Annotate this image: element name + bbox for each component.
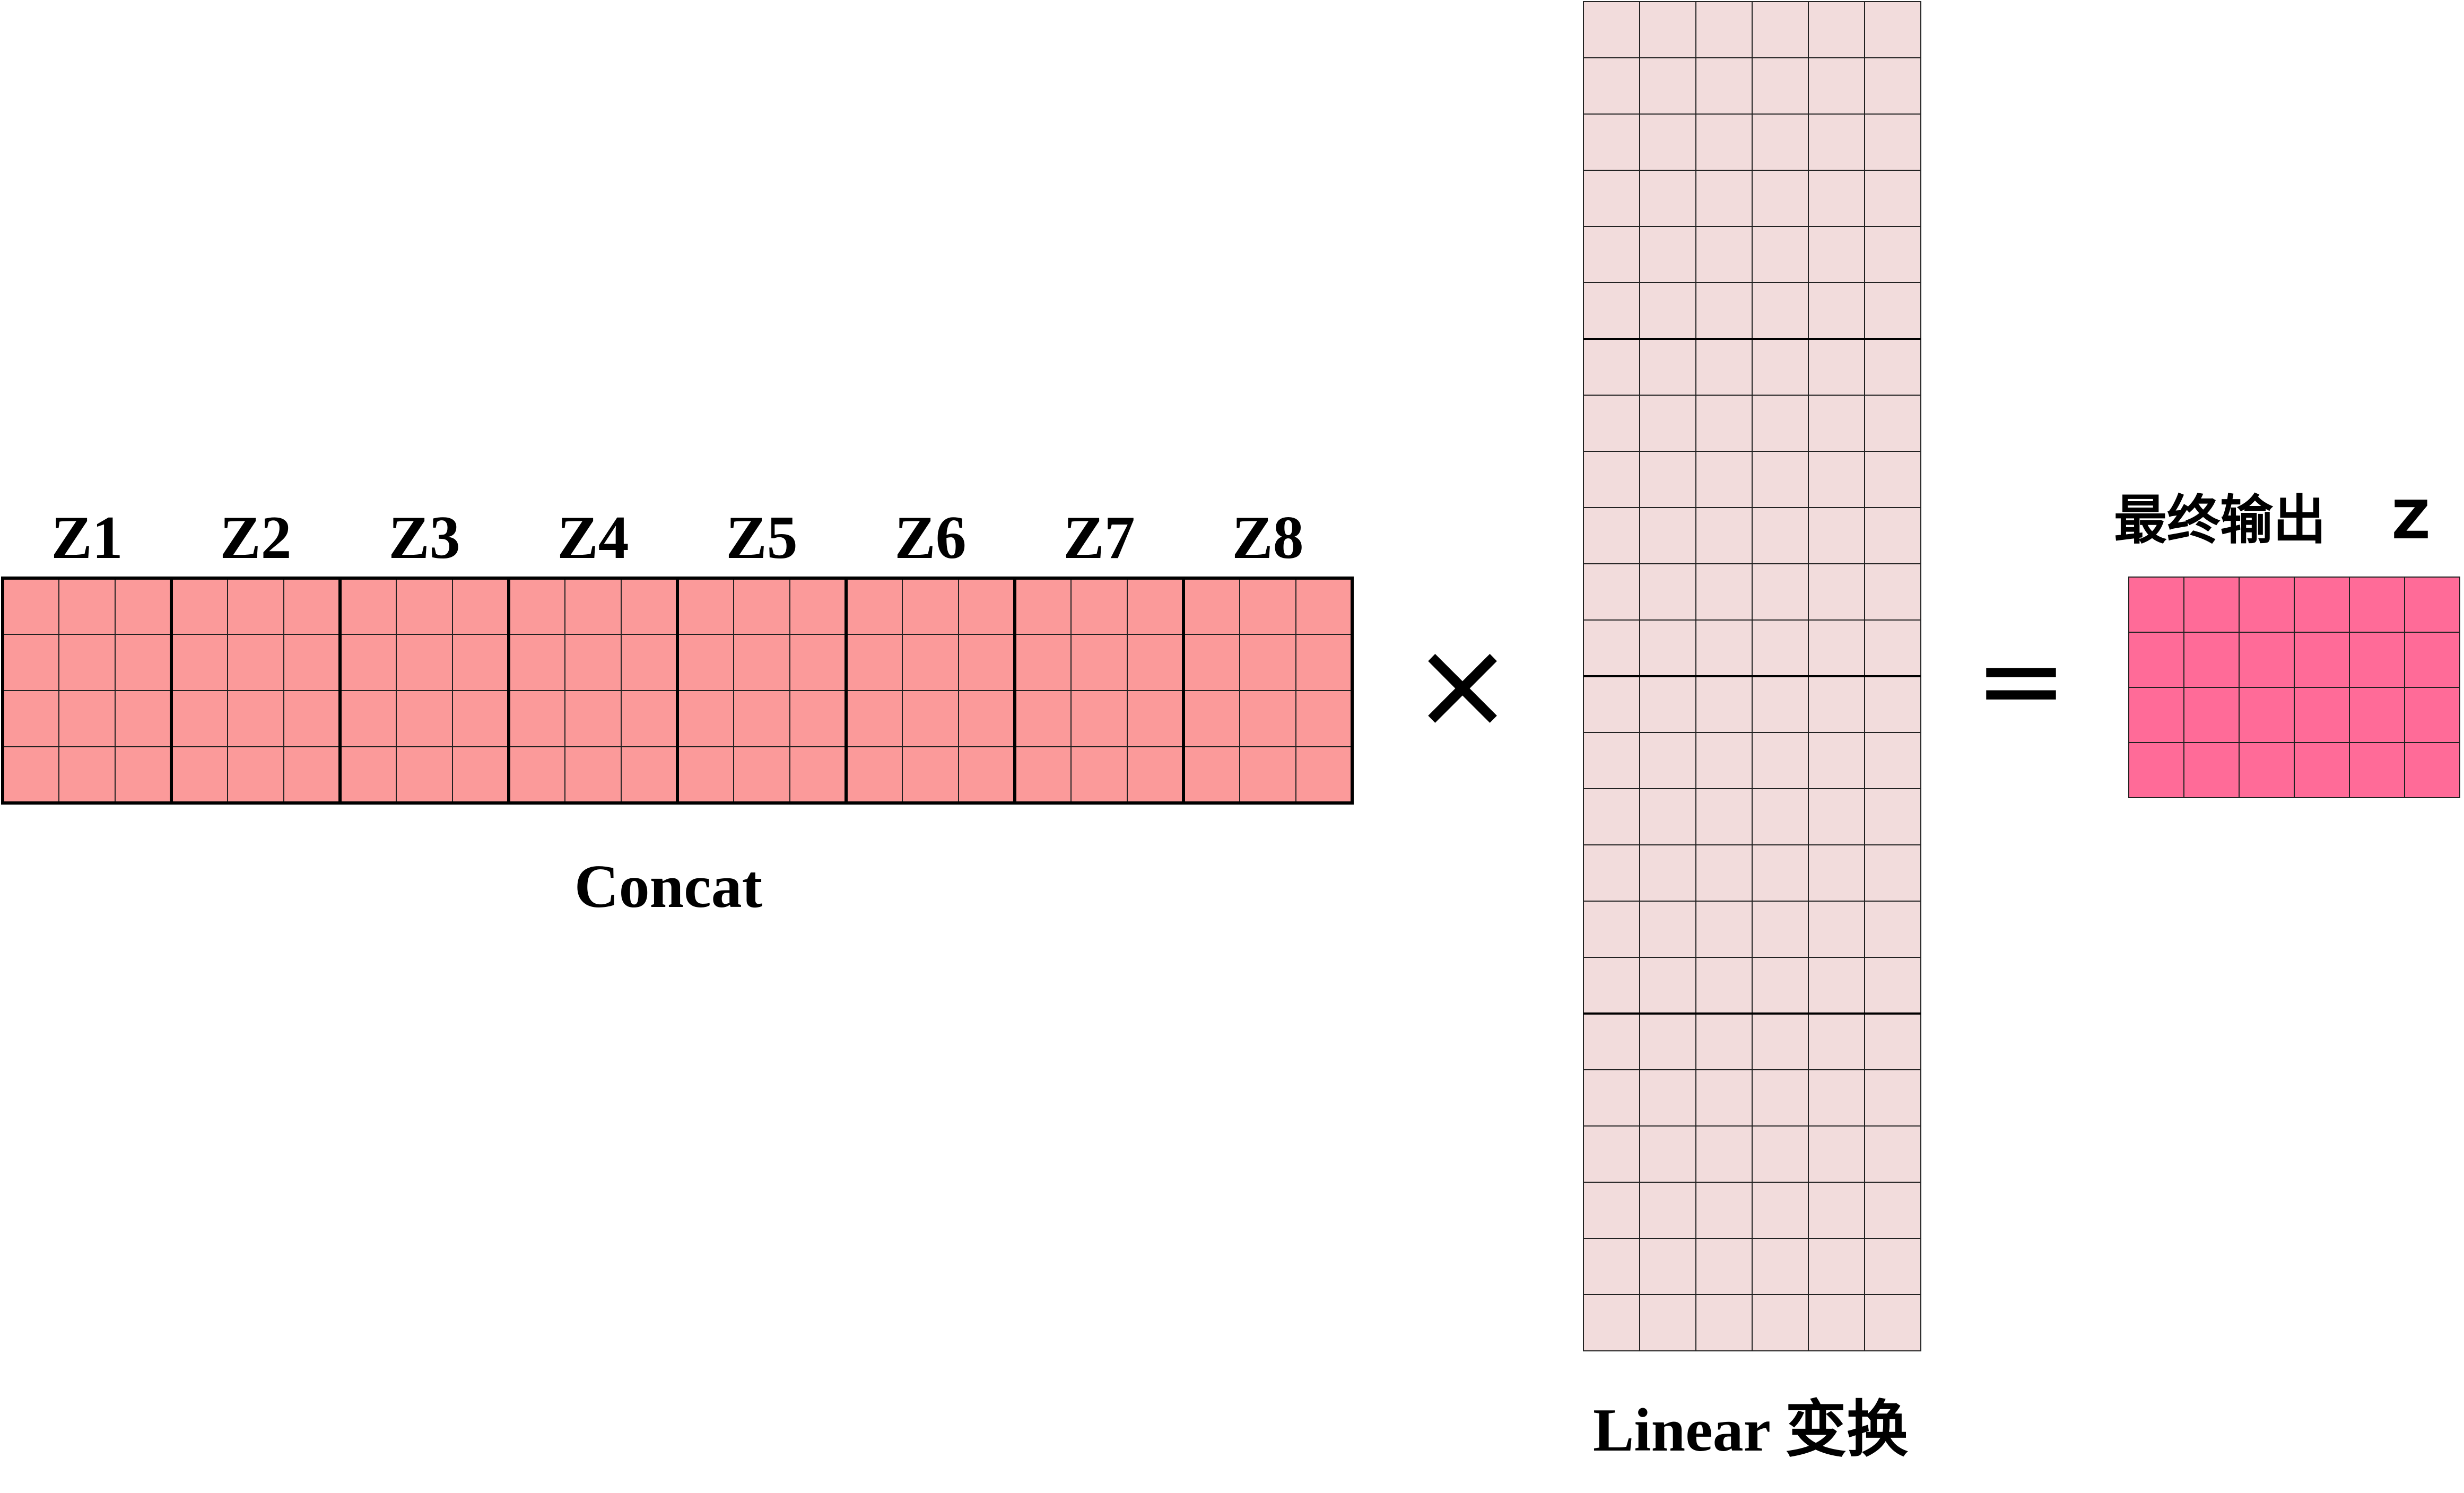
linear-weight-matrix: [1583, 1, 1921, 1351]
head-label: Z6: [894, 504, 966, 572]
output-symbol: Z: [2392, 489, 2431, 551]
head-labels: Z1 Z2 Z3 Z4 Z5 Z6 Z7 Z8: [51, 504, 1303, 572]
concat-matrix: [1, 577, 1354, 805]
multiply-operator: ×: [1412, 614, 1514, 756]
output-matrix: [2128, 577, 2460, 798]
concat-head-block: [1182, 577, 1354, 805]
head-label: Z8: [1232, 504, 1303, 572]
output-title: 最终输出: [2114, 489, 2326, 551]
head-label: Z7: [1063, 504, 1135, 572]
head-label: Z1: [51, 504, 123, 572]
head-label: Z3: [388, 504, 460, 572]
equals-operator: =: [1974, 615, 2068, 745]
concat-caption: Concat: [574, 853, 763, 921]
head-label: Z4: [557, 504, 629, 572]
head-label: Z5: [726, 504, 797, 572]
linear-caption: Linear 变换: [1593, 1396, 1908, 1464]
head-label: Z2: [220, 504, 291, 572]
